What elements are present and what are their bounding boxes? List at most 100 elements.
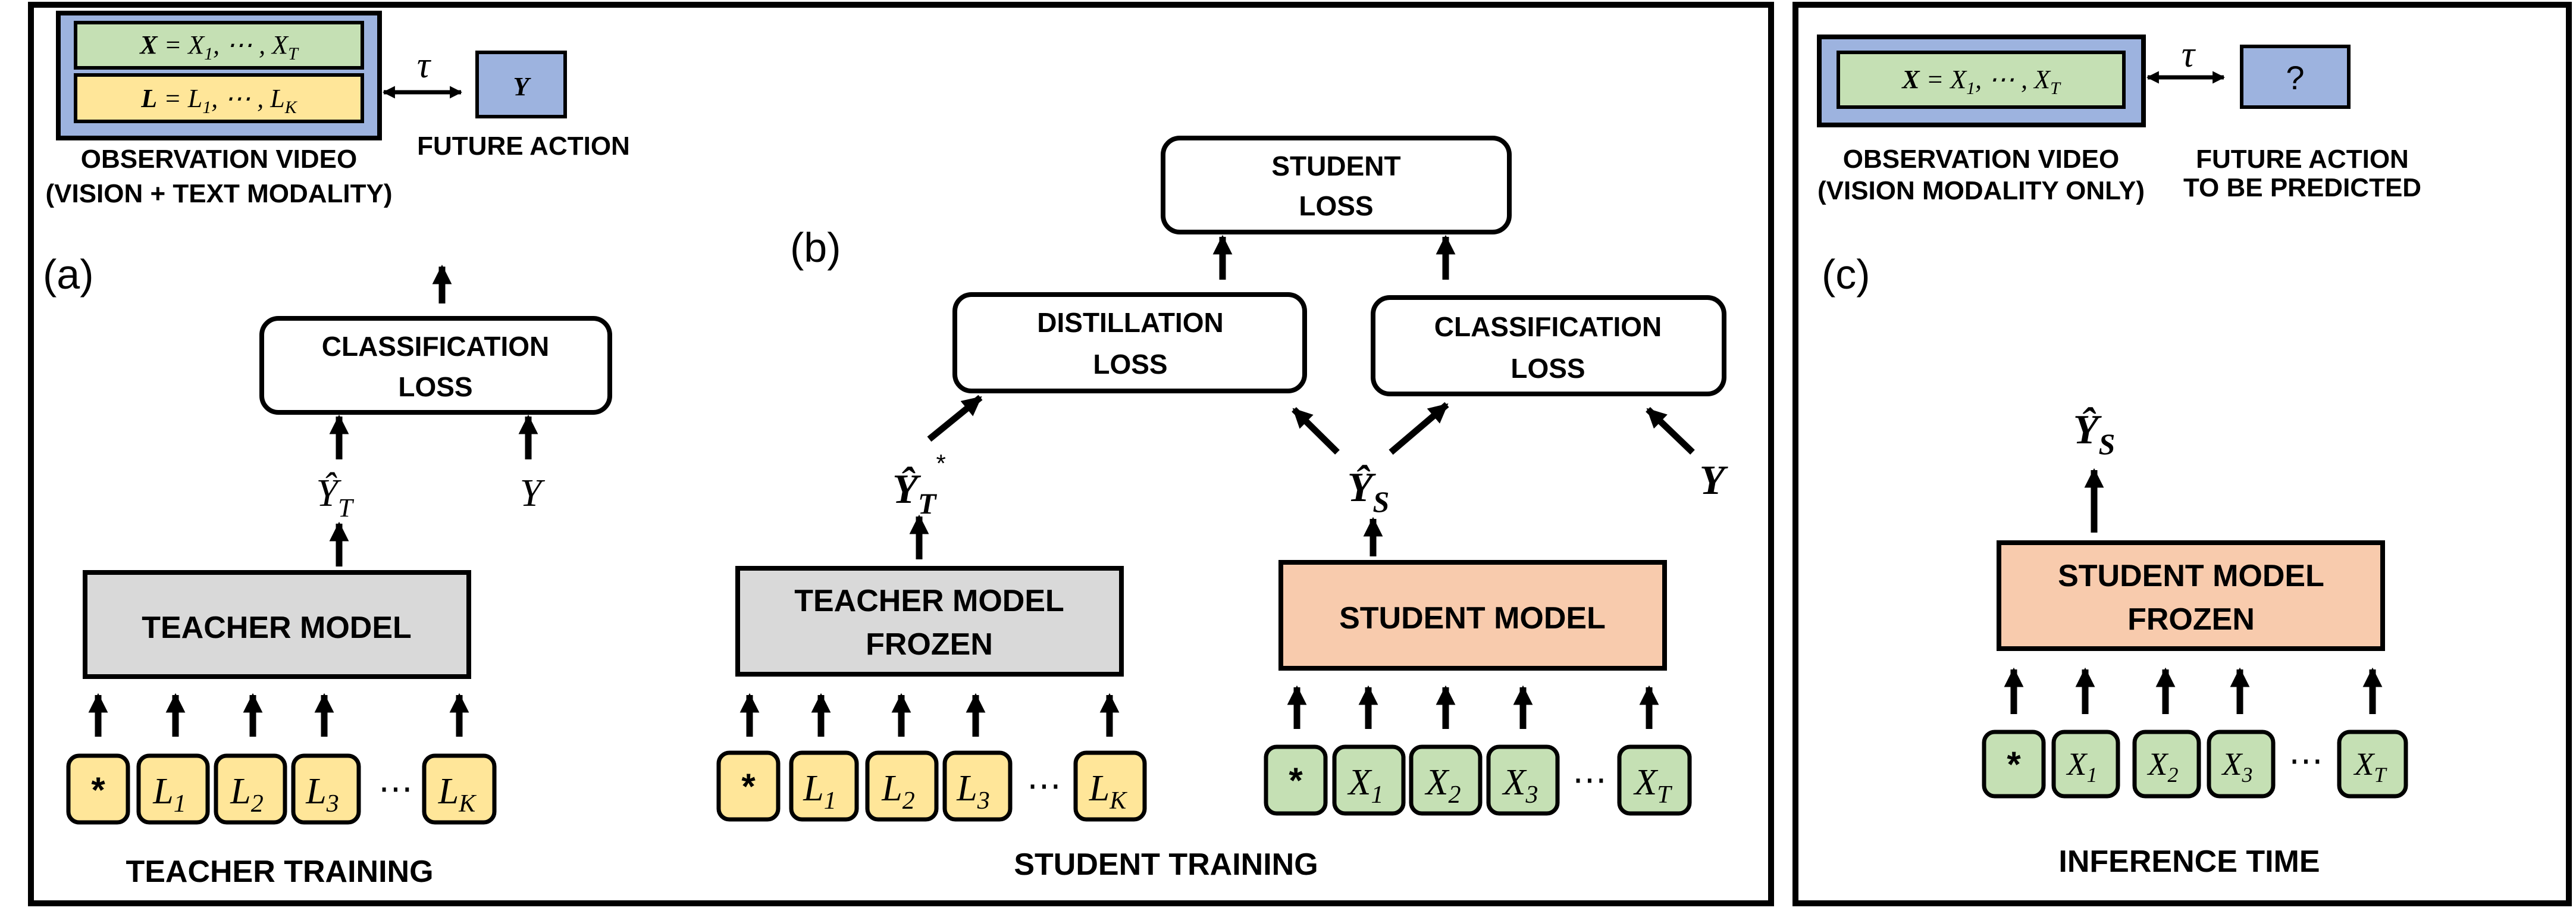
infer-tau-symbol: τ (2182, 35, 2196, 75)
token-label: X3 (2221, 746, 2253, 787)
token-label: XT (2353, 746, 2387, 787)
token-box (2051, 730, 2120, 799)
legend-x-box (74, 21, 364, 70)
infer-x-box (1837, 51, 2126, 109)
token-box (942, 750, 1013, 822)
token-box (2132, 730, 2201, 799)
panel-a-yhat: ŶT (316, 471, 355, 522)
token-label: * (91, 770, 105, 810)
token-label: L3 (305, 771, 339, 818)
token-ellipsis: ⋯ (378, 769, 413, 808)
infer-future-label-2: TO BE PREDICTED (2183, 173, 2421, 202)
panel-b-ys: ŶS (1347, 465, 1390, 518)
y-to-cls-arrow (1646, 407, 1695, 455)
token-box (422, 753, 497, 825)
teacher-model-box (83, 570, 471, 679)
student-loss-line1: STUDENT (1271, 151, 1400, 181)
token-label: L2 (230, 771, 263, 818)
token-box (66, 753, 130, 825)
token-ellipsis: ⋯ (1572, 760, 1607, 799)
panel-a-cls-line2: LOSS (398, 371, 472, 402)
student-loss-box (1161, 136, 1512, 234)
teacher-frozen-line1: TEACHER MODEL (794, 584, 1064, 618)
token-box (291, 753, 361, 825)
panel-b-teacher-tokens: * L1 L2 L3 ⋯ LK (716, 693, 1147, 822)
training-panel-frame (28, 2, 1774, 906)
student-model-frozen-box (1997, 540, 2385, 651)
panel-b-caption: STUDENT TRAINING (1014, 847, 1318, 882)
token-label: X1 (1347, 762, 1384, 809)
token-label: * (741, 766, 756, 806)
token-label: L3 (956, 768, 989, 815)
panel-a-label: (a) (43, 251, 94, 298)
panel-b-cls-line2: LOSS (1510, 353, 1585, 384)
token-box (2207, 730, 2276, 799)
token-box (716, 750, 781, 822)
token-label: X2 (1424, 762, 1461, 809)
panel-b: (b) STUDENT LOSS DISTILLATION LOSS CLASS… (716, 136, 1729, 882)
panel-c: (c) ŶS STUDENT MODEL FROZEN * X1 X2 X3 ⋯… (1822, 251, 2408, 879)
panel-a-tokens: * L1 L2 L3 ⋯ LK (66, 693, 497, 825)
legend-x-formula: X = X1, ⋯ , XT (139, 30, 299, 64)
panel-a-y: Y (520, 471, 546, 515)
token-label: L1 (803, 768, 836, 815)
token-box (1409, 744, 1483, 816)
token-box (136, 753, 210, 825)
token-ellipsis: ⋯ (1027, 766, 1061, 805)
token-label: X2 (2147, 746, 2179, 787)
infer-future-label-1: FUTURE ACTION (2196, 145, 2409, 174)
infer-future-q: ? (2286, 59, 2304, 96)
token-box (214, 753, 287, 825)
observation-label-1: OBSERVATION VIDEO (81, 145, 358, 174)
teacher-model-label: TEACHER MODEL (142, 611, 412, 645)
token-box (2337, 730, 2408, 799)
ys-to-distill-arrow (1292, 407, 1340, 455)
panel-b-classification-loss-box (1371, 295, 1726, 396)
infer-observation-label-2: (VISION MODALITY ONLY) (1817, 176, 2145, 205)
token-box (1073, 750, 1147, 822)
infer-x-formula: X = X1, ⋯ , XT (1901, 65, 2061, 98)
token-box (1332, 744, 1406, 816)
panel-c-label: (c) (1822, 251, 1870, 298)
panel-b-cls-line1: CLASSIFICATION (1434, 311, 1662, 342)
legend-train: X = X1, ⋯ , XT L = L1, ⋯ , LK τ Y OBSERV… (45, 11, 630, 208)
teacher-frozen-line2: FROZEN (866, 627, 993, 662)
future-action-box (475, 51, 567, 118)
token-label: LK (438, 771, 477, 818)
panel-a-classification-loss-box (259, 316, 612, 415)
panel-a-caption: TEACHER TRAINING (126, 855, 433, 889)
token-label: X3 (1502, 762, 1538, 809)
teacher-model-frozen-box (735, 566, 1124, 677)
distill-line1: DISTILLATION (1037, 307, 1223, 338)
panel-c-tokens: * X1 X2 X3 ⋯ XT (1982, 667, 2408, 799)
student-frozen-line2: FROZEN (2127, 602, 2255, 637)
yt-to-distill-arrow (927, 395, 983, 442)
token-label: L1 (152, 771, 186, 818)
legend-l-box (74, 73, 364, 123)
student-model-label: STUDENT MODEL (1339, 601, 1606, 636)
student-model-box (1278, 560, 1667, 671)
token-box (1617, 744, 1692, 816)
panel-a: (a) CLASSIFICATION LOSS ŶT Y TEACHER MOD… (43, 251, 612, 889)
student-frozen-line1: STUDENT MODEL (2058, 559, 2324, 593)
tau-symbol: τ (417, 45, 432, 86)
token-label: XT (1632, 762, 1672, 809)
token-label: * (1289, 760, 1303, 800)
future-action-y: Y (513, 72, 532, 101)
ys-to-cls-arrow (1389, 402, 1449, 455)
panel-b-label: (b) (790, 224, 841, 271)
token-box (789, 750, 859, 822)
token-label: X1 (2066, 746, 2098, 787)
token-box (1264, 744, 1328, 816)
token-label: LK (1089, 768, 1127, 815)
inference-panel-frame (1792, 2, 2572, 906)
token-label: L2 (881, 768, 914, 815)
observation-label-2: (VISION + TEXT MODALITY) (45, 179, 392, 208)
panel-c-yhat: ŶS (2073, 407, 2116, 461)
legend-l-formula: L = L1, ⋯ , LK (140, 84, 298, 117)
token-label: * (2007, 744, 2021, 784)
infer-future-box (2240, 45, 2351, 109)
token-box (1486, 744, 1560, 816)
infer-observation-label-1: OBSERVATION VIDEO (1843, 145, 2120, 174)
